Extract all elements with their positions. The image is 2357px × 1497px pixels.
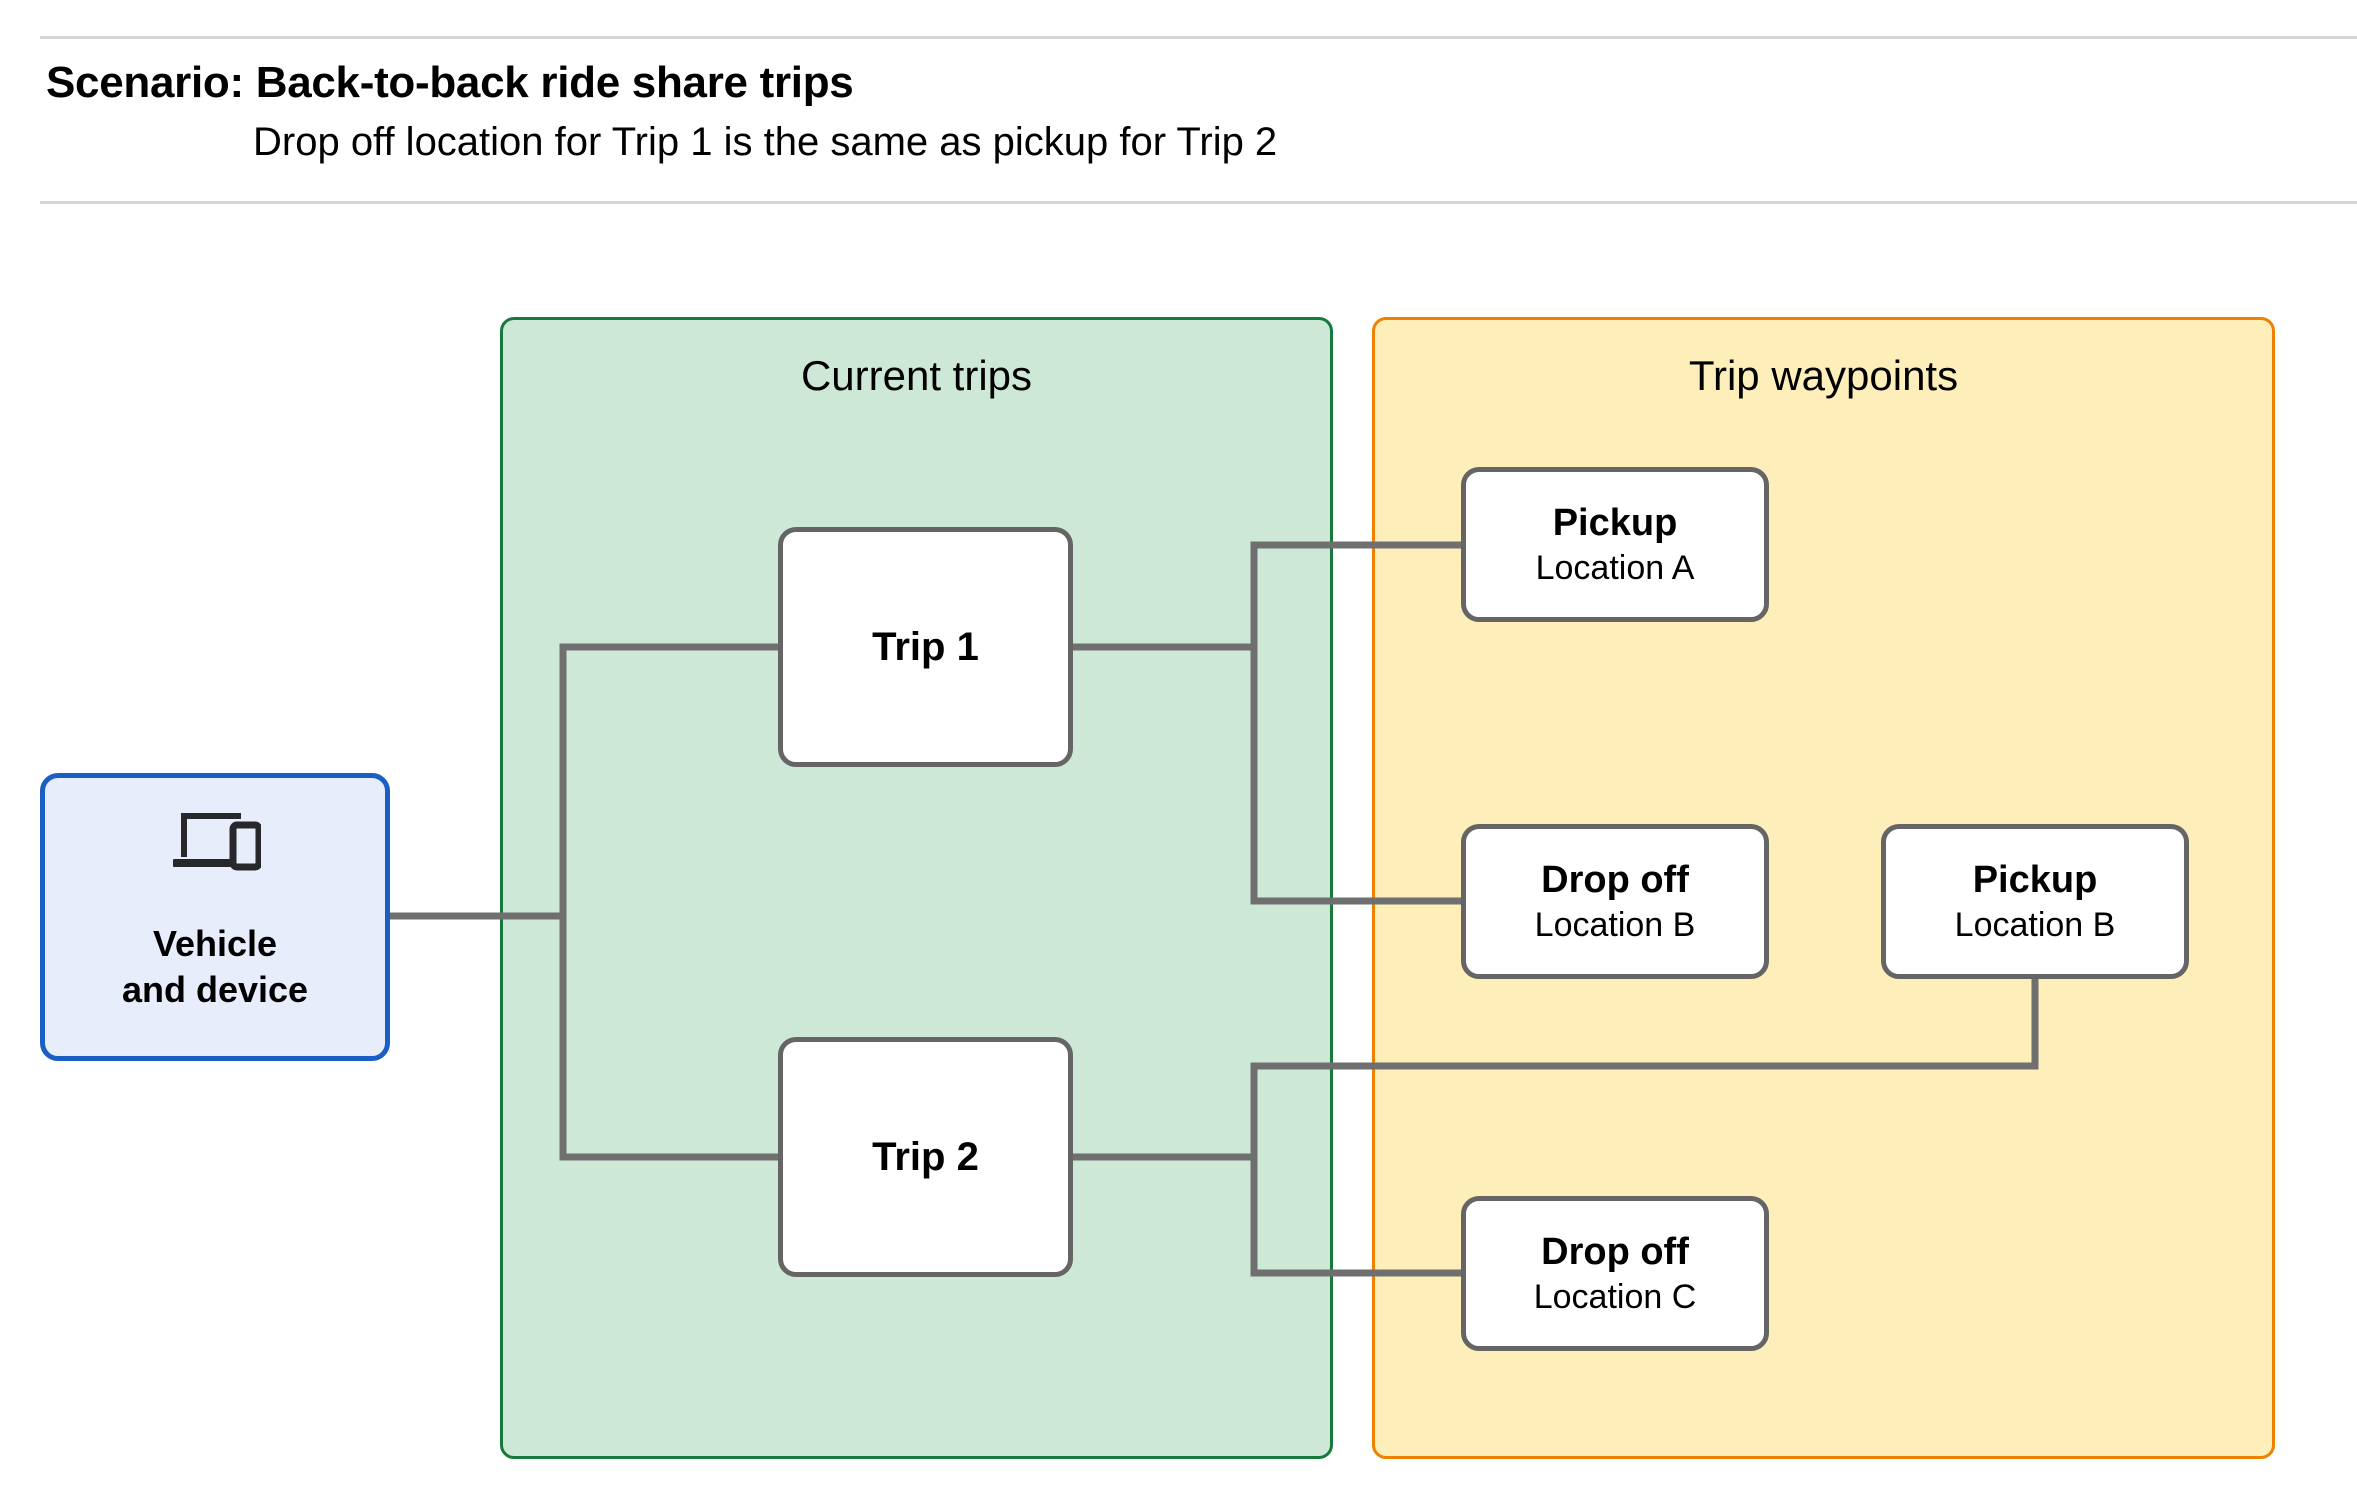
panel-current-trips-title: Current trips (800, 352, 1033, 399)
trip-2-node[interactable]: Trip 2 (778, 1037, 1073, 1277)
header-divider-bottom (40, 201, 2357, 204)
laptop-and-phone-icon (169, 807, 263, 875)
waypoint-title: Drop off (1541, 1231, 1689, 1274)
trip-1-label: Trip 1 (872, 624, 979, 669)
page-title: Scenario: Back-to-back ride share trips (46, 58, 854, 107)
waypoint-pickup-location-a[interactable]: Pickup Location A (1461, 467, 1769, 622)
waypoint-dropoff-location-c[interactable]: Drop off Location C (1461, 1196, 1769, 1351)
waypoint-pickup-location-b[interactable]: Pickup Location B (1881, 824, 2189, 979)
header-divider-top (40, 36, 2357, 39)
waypoint-location: Location C (1533, 1277, 1697, 1316)
vehicle-and-device-node[interactable]: Vehicle and device (40, 773, 390, 1061)
waypoint-title: Pickup (1552, 502, 1678, 545)
waypoint-location: Location B (1534, 905, 1696, 944)
panel-trip-waypoints-title: Trip waypoints (1688, 352, 1959, 399)
trip-1-node[interactable]: Trip 1 (778, 527, 1073, 767)
waypoint-title: Drop off (1541, 859, 1689, 902)
waypoint-dropoff-location-b[interactable]: Drop off Location B (1461, 824, 1769, 979)
trip-2-label: Trip 2 (872, 1134, 979, 1179)
page-subtitle: Drop off location for Trip 1 is the same… (253, 120, 1278, 164)
waypoint-title: Pickup (1972, 859, 2098, 902)
waypoint-location: Location B (1954, 905, 2116, 944)
waypoint-location: Location A (1535, 548, 1695, 587)
vehicle-and-device-label: Vehicle and device (121, 922, 309, 1010)
panel-current-trips: Current trips (500, 317, 1333, 1459)
